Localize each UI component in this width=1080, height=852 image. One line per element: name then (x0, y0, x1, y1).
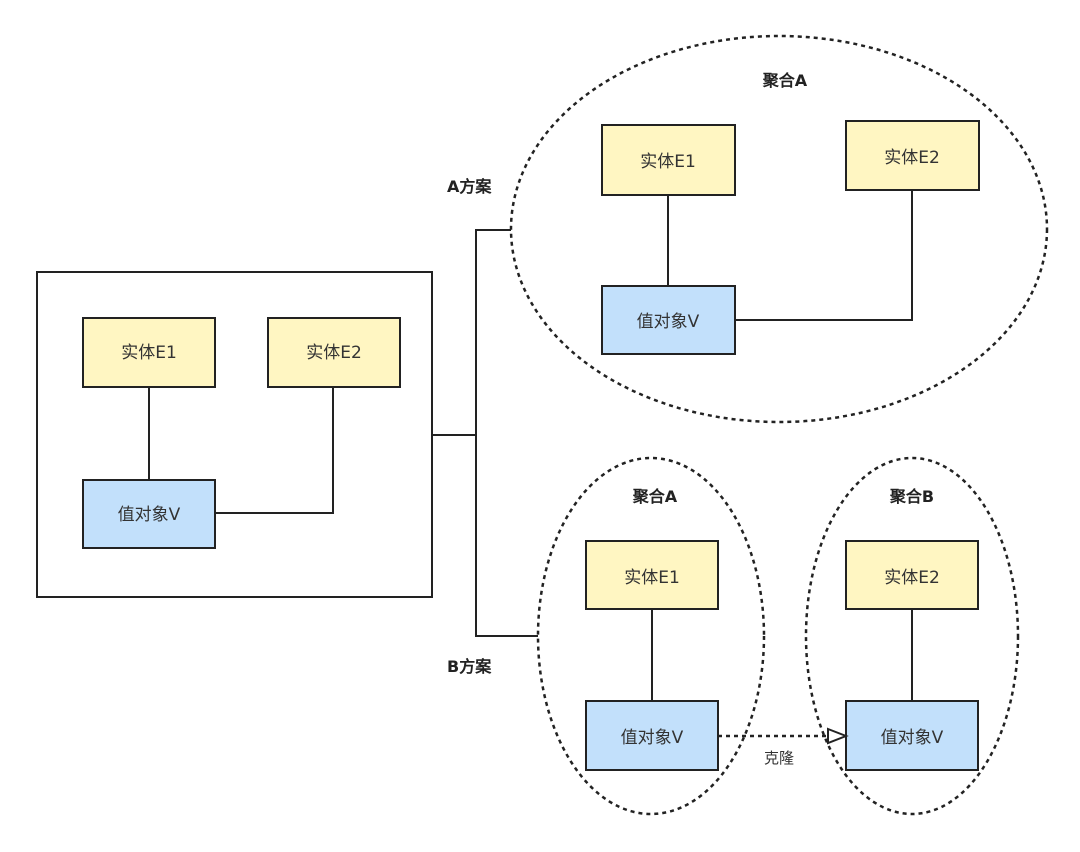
plan-b-aggregate-a-boundary (536, 456, 766, 816)
original-entity-e1-label: 实体E1 (121, 343, 177, 363)
original-entity-e2: 实体E2 (267, 317, 401, 388)
plan-a-aggregate-boundary (509, 34, 1049, 424)
plan-a-aggregate: 聚合A 实体E1 实体E2 值对象V (509, 34, 1049, 424)
clone-label: 克隆 (764, 749, 794, 767)
plan-a-label: A方案 (447, 177, 492, 196)
plan-b-aggregate-b: 聚合B 实体E2 值对象V (804, 456, 1020, 816)
branch-fork (475, 229, 538, 637)
clone-arrow-head (827, 727, 849, 745)
plan-a-entity-e2: 实体E2 (845, 120, 980, 191)
plan-b-a-entity-e1-label: 实体E1 (624, 568, 680, 588)
plan-b-b-value-object: 值对象V (845, 700, 979, 771)
original-value-object: 值对象V (82, 479, 216, 549)
original-value-object-label: 值对象V (118, 505, 181, 525)
plan-b-a-value-object-label: 值对象V (621, 728, 684, 748)
plan-a-value-object: 值对象V (601, 285, 736, 355)
plan-a-entity-e1-label: 实体E1 (640, 152, 696, 172)
plan-b-aggregate-a-title: 聚合A (632, 487, 678, 506)
plan-b-aggregate-b-boundary (804, 456, 1020, 816)
plan-a-aggregate-title: 聚合A (762, 71, 808, 90)
plan-b-b-entity-e2-label: 实体E2 (884, 568, 940, 588)
original-model: 实体E1 实体E2 值对象V (36, 271, 433, 598)
plan-b-a-entity-e1: 实体E1 (585, 540, 719, 610)
plan-a-value-object-label: 值对象V (637, 312, 700, 332)
original-entity-e1: 实体E1 (82, 317, 216, 388)
connector-v-e2 (215, 387, 334, 514)
plan-b-label: B方案 (447, 657, 492, 676)
plan-b-aggregate-b-title: 聚合B (889, 487, 934, 506)
plan-b-b-value-object-label: 值对象V (881, 728, 944, 748)
clone-arrow: 克隆 (718, 727, 849, 767)
plan-b-b-entity-e2: 实体E2 (845, 540, 979, 610)
plan-a-connector-v-e2 (735, 190, 913, 321)
plan-b-a-value-object: 值对象V (585, 700, 719, 771)
plan-a-entity-e2-label: 实体E2 (884, 148, 940, 168)
plan-a-entity-e1: 实体E1 (601, 124, 736, 196)
original-entity-e2-label: 实体E2 (306, 343, 362, 363)
plan-b-aggregate-a: 聚合A 实体E1 值对象V (536, 456, 766, 816)
